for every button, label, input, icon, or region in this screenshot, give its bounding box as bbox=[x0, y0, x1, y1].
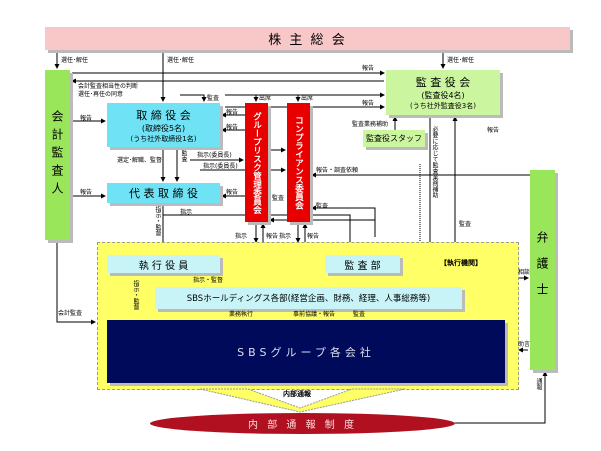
board-sub2: (うち社外取締役1名) bbox=[130, 134, 197, 143]
edge-label: 指示・監督 bbox=[154, 206, 161, 236]
edge-label: 選任･解任 bbox=[61, 57, 89, 64]
edge-label: 監査 bbox=[272, 195, 285, 202]
lawyer: 弁護士 bbox=[530, 170, 555, 370]
whistle-system-label: 内 部 通 報 制 度 bbox=[248, 420, 357, 431]
edge-label: 選任･再任の同意 bbox=[78, 91, 124, 98]
risk-committee-label: グループリスク管理委員会 bbox=[251, 111, 262, 214]
whistle-label: 内部通報 bbox=[283, 390, 311, 398]
edge-label: 報告 bbox=[362, 100, 375, 107]
edge-label: 報告 bbox=[266, 233, 279, 240]
edge-label: 監査 bbox=[316, 203, 329, 210]
executive-label: 【執行機関】 bbox=[440, 259, 482, 267]
edge-label: 報告 bbox=[487, 127, 500, 134]
edge-label: 指示(委員長) bbox=[203, 163, 238, 170]
auditor-staff: 監査役スタッフ bbox=[363, 130, 425, 147]
board-of-directors: 取 締 役 会(取締役5名)(うち社外取締役1名) bbox=[107, 103, 220, 147]
representative-director: 代 表 取 締 役 bbox=[107, 183, 220, 203]
shareholders-meeting: 株 主 総 会 bbox=[45, 27, 570, 50]
edge-label: 報告 bbox=[226, 189, 239, 196]
edge-label: 選定･解職、監督 bbox=[117, 157, 163, 164]
shareholders-label: 株 主 総 会 bbox=[268, 33, 347, 48]
board-sub1: (取締役5名) bbox=[141, 123, 186, 133]
edge-label: 通報 bbox=[535, 378, 542, 390]
edge-label: 助言 bbox=[518, 341, 531, 348]
edge-label: 監査 bbox=[353, 311, 366, 318]
edge-label: 報告 bbox=[307, 233, 320, 240]
edge-label: 指示 bbox=[279, 233, 292, 240]
group-label: SBSグループ各会社 bbox=[237, 345, 375, 359]
whistleblowing-system: 内 部 通 報 制 度 bbox=[150, 413, 455, 434]
edge-label: 報告 bbox=[226, 124, 239, 131]
lawyer-label: 弁護士 bbox=[535, 231, 549, 309]
edge-label: 報告 bbox=[80, 115, 93, 122]
board-title: 取 締 役 会 bbox=[136, 108, 191, 122]
accounting-auditor: 会計監査人 bbox=[45, 70, 70, 240]
audit-department: 監 査 部 bbox=[325, 255, 400, 273]
edge-label: 出席 bbox=[301, 95, 314, 102]
board-of-auditors: 監 査 役 会 (監査役4名) (うち社外監査役3名) bbox=[386, 70, 500, 115]
edge-label: 会計監査相当性の判断 bbox=[78, 83, 139, 90]
edge-label: 監査業務補助 bbox=[352, 121, 389, 128]
edge-label: 監査 bbox=[180, 150, 187, 162]
edge-label: 監査 bbox=[207, 95, 220, 102]
group-companies: SBSグループ各会社 bbox=[107, 320, 505, 383]
compliance-committee-label: コンプライアンス委員会 bbox=[293, 115, 304, 210]
accounting-auditor-label: 会計監査人 bbox=[50, 110, 64, 200]
risk-committee: グループリスク管理委員会 bbox=[245, 103, 268, 222]
officers-label: 執 行 役 員 bbox=[138, 260, 189, 272]
edge-label: 指示・監督 bbox=[132, 280, 139, 310]
edge-label: 報告 bbox=[226, 109, 239, 116]
edge-label: 指示(委員長) bbox=[197, 152, 232, 159]
edge-label: 出席 bbox=[259, 95, 272, 102]
edge-label: 必要に応じて監査業務補助 bbox=[431, 126, 438, 198]
edge-label: 報告 bbox=[80, 189, 93, 196]
edge-label: 監査 bbox=[459, 221, 472, 228]
executive-officers: 執 行 役 員 bbox=[107, 255, 220, 273]
compliance-committee: コンプライアンス委員会 bbox=[287, 103, 310, 222]
auditors-sub2: (うち社外監査役3名) bbox=[410, 102, 476, 110]
edge-label: 報告・調査依頼 bbox=[316, 167, 359, 174]
edge-label: 会計監査 bbox=[58, 310, 83, 317]
edge-label: 相談 bbox=[518, 269, 531, 276]
edge-label: 選任･解任 bbox=[447, 57, 475, 64]
auditors-sub1: (監査役4名) bbox=[421, 91, 465, 100]
holdings-departments: SBSホールディングス各部(経営企画、財務、経理、人事総務等) bbox=[155, 287, 462, 309]
audit-dept-label: 監 査 部 bbox=[344, 260, 381, 272]
edge-label: 選任･解任 bbox=[167, 57, 195, 64]
auditors-title: 監 査 役 会 bbox=[415, 76, 471, 89]
edge-label: 指示・監督 bbox=[193, 277, 224, 284]
edge-label: 業務執行 bbox=[229, 311, 254, 318]
president-label: 代 表 取 締 役 bbox=[129, 187, 198, 200]
holdings-label: SBSホールディングス各部(経営企画、財務、経理、人事総務等) bbox=[186, 294, 431, 304]
edge-label: 報告 bbox=[362, 65, 375, 72]
edge-label: 指示 bbox=[235, 233, 248, 240]
edge-label: 指示 bbox=[180, 209, 193, 216]
auditor-staff-label: 監査役スタッフ bbox=[366, 134, 422, 143]
edge-label: 事前協議・報告 bbox=[293, 311, 336, 318]
